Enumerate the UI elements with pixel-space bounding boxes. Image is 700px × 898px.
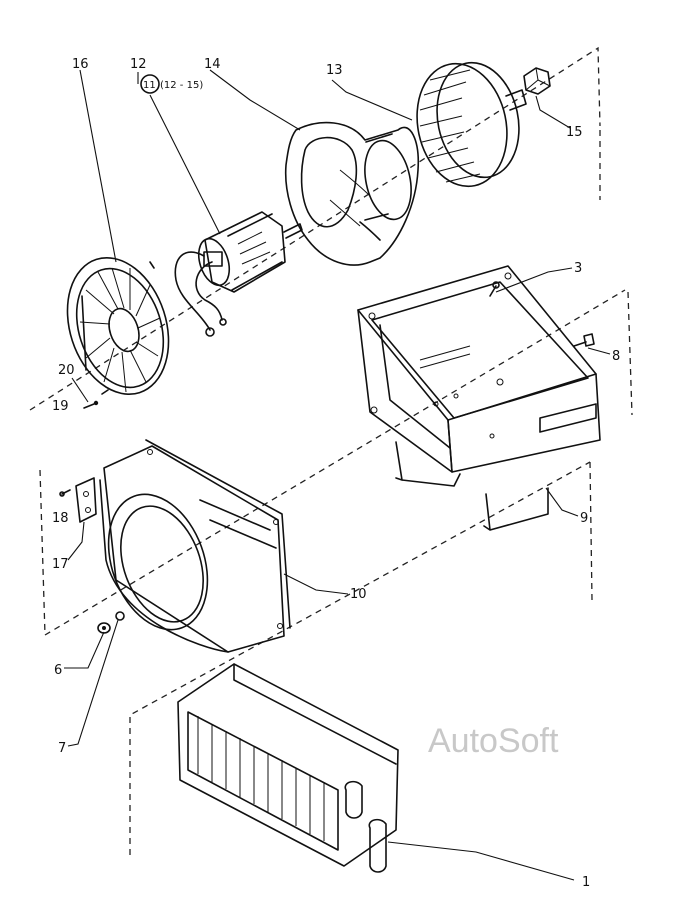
group-boundary-lines [29,46,633,855]
callout-6: 6 [54,663,62,678]
callout-3: 3 [574,261,582,276]
blower-motor-part [174,211,303,337]
mounting-clip-part [75,477,97,523]
fan-grille-part [66,256,170,396]
callout-9: 9 [580,511,588,526]
callout-8: 8 [612,349,620,364]
callout-13: 13 [326,63,343,78]
callout-11-range: (12 - 15) [160,80,203,91]
callout-11: 11 [143,80,156,91]
callout-16: 16 [72,57,89,72]
fan-shroud-part [99,439,291,653]
wheel-nut-part [523,67,551,95]
kit-circle [140,74,160,94]
fan-housing-part [284,121,420,266]
callout-1: 1 [582,875,590,890]
callout-15: 15 [566,125,583,140]
callout-12: 12 [130,57,147,72]
callout-19: 19 [52,399,69,414]
blower-wheel-part [416,61,527,188]
leader-lines [64,69,611,881]
watermark: AutoSoft [428,722,559,760]
callout-18: 18 [52,511,69,526]
callout-17: 17 [52,557,69,572]
screw-18-part [59,489,71,497]
heater-box-part [357,265,601,531]
callout-7: 7 [58,741,66,756]
callout-labels: 16 12 11 (12 - 15) 14 13 15 3 8 20 19 9 … [52,57,620,890]
screw-3-part [489,281,500,297]
callout-20: 20 [58,363,75,378]
grille-screws-part [83,389,109,409]
screw-8-part [573,333,595,347]
callout-14: 14 [204,57,221,72]
callout-10: 10 [350,587,367,602]
heater-core-part [177,663,399,873]
nut-and-washer-part [97,611,125,634]
